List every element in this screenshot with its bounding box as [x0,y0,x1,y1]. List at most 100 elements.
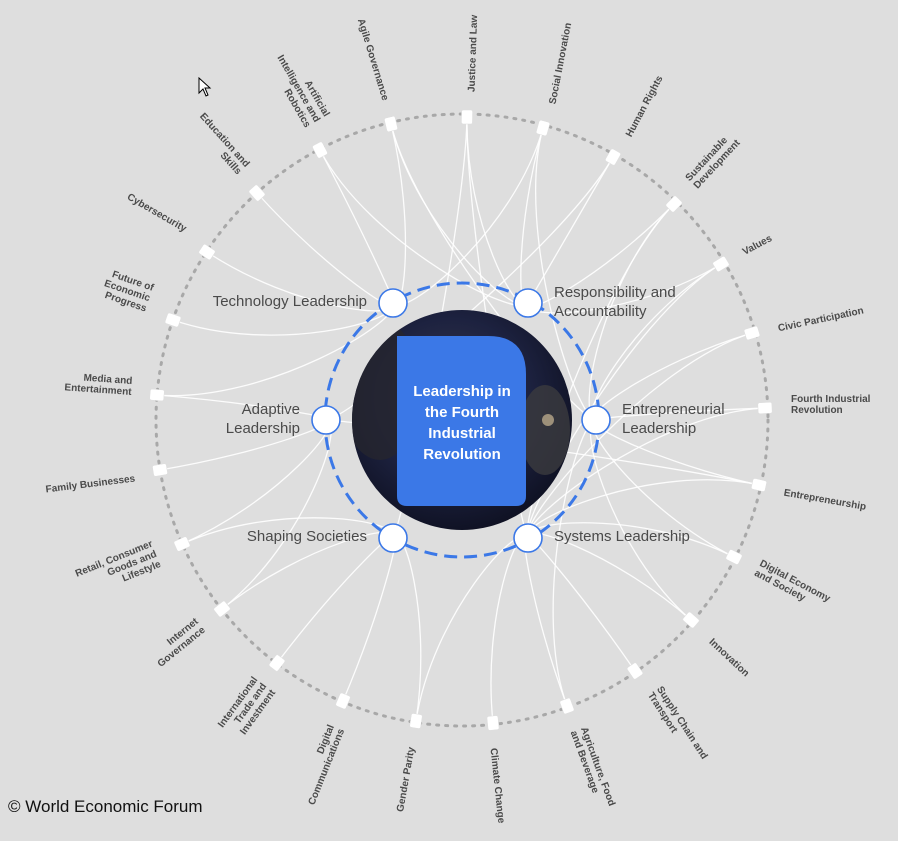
topic-document-icon[interactable] [164,312,182,328]
topic-internet-governance[interactable]: InternetGovernance [149,600,231,670]
center-title-line: Revolution [423,446,501,463]
copyright-notice: © World Economic Forum [8,797,203,816]
topic-civic-participation[interactable]: Civic Participation [743,305,865,341]
topic-document-icon[interactable] [536,119,550,137]
link-line [256,192,395,308]
topic-digital-economy-and-society[interactable]: Digital Economyand Society [725,549,832,615]
topic-entrepreneurship[interactable]: Entrepreneurship [751,478,867,513]
topic-retail-consumer-goods-and-lifestyle[interactable]: Retail, ConsumerGoods andLifestyle [74,536,191,600]
hub-systems-leadership[interactable]: Systems Leadership [513,523,690,553]
link-line [342,535,397,702]
center-title-line: the Fourth [425,404,499,421]
topic-supply-chain-and-transport[interactable]: Supply Chain andTransport [626,662,709,767]
topic-document-icon[interactable] [751,478,767,492]
topic-artificial-intelligence-and-robotics[interactable]: ArtificialIntelligence andRobotics [265,48,332,159]
topic-label: Civic Participation [777,305,865,334]
topic-document-icon[interactable] [268,654,286,672]
topic-label: InternationalTrade andInvestment [216,674,278,742]
topic-document-icon[interactable] [198,244,216,261]
topic-document-icon[interactable] [248,184,266,202]
topic-label: Innovation [707,637,751,680]
topic-document-icon[interactable] [213,600,231,618]
center-title-card[interactable] [397,336,526,506]
hub-node-circle[interactable] [513,288,543,318]
hub-label-line: Technology Leadership [213,293,367,310]
topic-label: Climate Change [488,748,507,825]
topic-sustainable-development[interactable]: SustainableDevelopment [665,130,743,213]
topic-document-icon[interactable] [312,141,328,159]
topic-innovation[interactable]: Innovation [682,611,751,679]
topic-document-icon[interactable] [725,549,743,565]
hub-shaping-societies[interactable]: Shaping Societies [247,523,408,553]
hub-node-circle[interactable] [513,523,543,553]
topic-education-and-skills[interactable]: Education andSkills [189,111,266,202]
hub-node-circle[interactable] [311,405,341,435]
topic-label-line: Revolution [791,405,843,416]
hub-node-circle[interactable] [581,405,611,435]
topic-agile-governance[interactable]: Agile Governance [355,17,398,132]
topic-label-line: Civic Participation [777,305,865,334]
topic-document-icon[interactable] [757,402,773,414]
topic-digital-communications[interactable]: DigitalCommunications [296,692,351,807]
topic-document-icon[interactable] [605,148,622,166]
hub-node-circle[interactable] [378,288,408,318]
topic-label: Entrepreneurship [783,488,867,513]
topic-label: Social Innovation [548,22,575,105]
topic-document-icon[interactable] [626,662,643,680]
topic-document-icon[interactable] [461,109,473,125]
topic-agriculture-food-and-beverage[interactable]: Agriculture, Foodand Beverage [559,697,617,812]
hub-label-line: Adaptive [242,401,300,418]
topic-document-icon[interactable] [682,611,700,629]
hub-label-line: Systems Leadership [554,528,690,545]
topic-label: Values [741,233,775,258]
topic-future-of-economic-progress[interactable]: Future ofEconomicProgress [99,268,182,328]
topic-climate-change[interactable]: Climate Change [486,715,507,825]
hub-label-line: Entrepreneurial [622,401,725,418]
topic-label-line: Gender Parity [395,746,417,813]
link-line [524,535,568,707]
topic-label: Family Businesses [45,473,136,495]
topic-document-icon[interactable] [149,388,165,402]
topic-human-rights[interactable]: Human Rights [605,74,666,166]
topic-gender-parity[interactable]: Gender Parity [395,713,423,813]
topic-document-icon[interactable] [409,713,423,729]
topic-label: Future ofEconomicProgress [99,268,156,315]
topic-document-icon[interactable] [384,116,398,132]
topic-label: InternetGovernance [149,616,208,670]
link-line [466,116,529,306]
link-line [520,127,544,306]
topic-values[interactable]: Values [712,233,774,272]
topic-document-icon[interactable] [486,715,500,731]
topic-document-icon[interactable] [173,536,191,552]
topic-label: Cybersecurity [125,192,189,235]
topic-justice-and-law[interactable]: Justice and Law [461,14,480,125]
topic-document-icon[interactable] [743,325,761,341]
topic-document-icon[interactable] [152,463,168,477]
topic-document-icon[interactable] [665,195,683,213]
link-line [319,149,529,307]
center-title-line: Industrial [428,425,496,442]
hub-technology-leadership[interactable]: Technology Leadership [213,288,408,318]
topic-cybersecurity[interactable]: Cybersecurity [125,192,216,261]
topic-label-line: Climate Change [488,748,507,825]
topic-media-and-entertainment[interactable]: Media andEntertainment [64,371,165,402]
topic-document-icon[interactable] [712,256,730,273]
topic-label: Agile Governance [355,17,391,102]
topic-international-trade-and-investment[interactable]: InternationalTrade andInvestment [216,654,286,743]
topic-social-innovation[interactable]: Social Innovation [536,22,575,137]
topic-label: Education andSkills [189,111,252,177]
topic-label: Supply Chain andTransport [645,685,709,768]
topic-document-icon[interactable] [559,697,575,715]
hub-node-circle[interactable] [378,523,408,553]
topic-family-businesses[interactable]: Family Businesses [45,463,168,495]
topic-document-icon[interactable] [335,692,351,710]
link-line [390,123,407,306]
topic-label-line: Values [741,233,775,258]
